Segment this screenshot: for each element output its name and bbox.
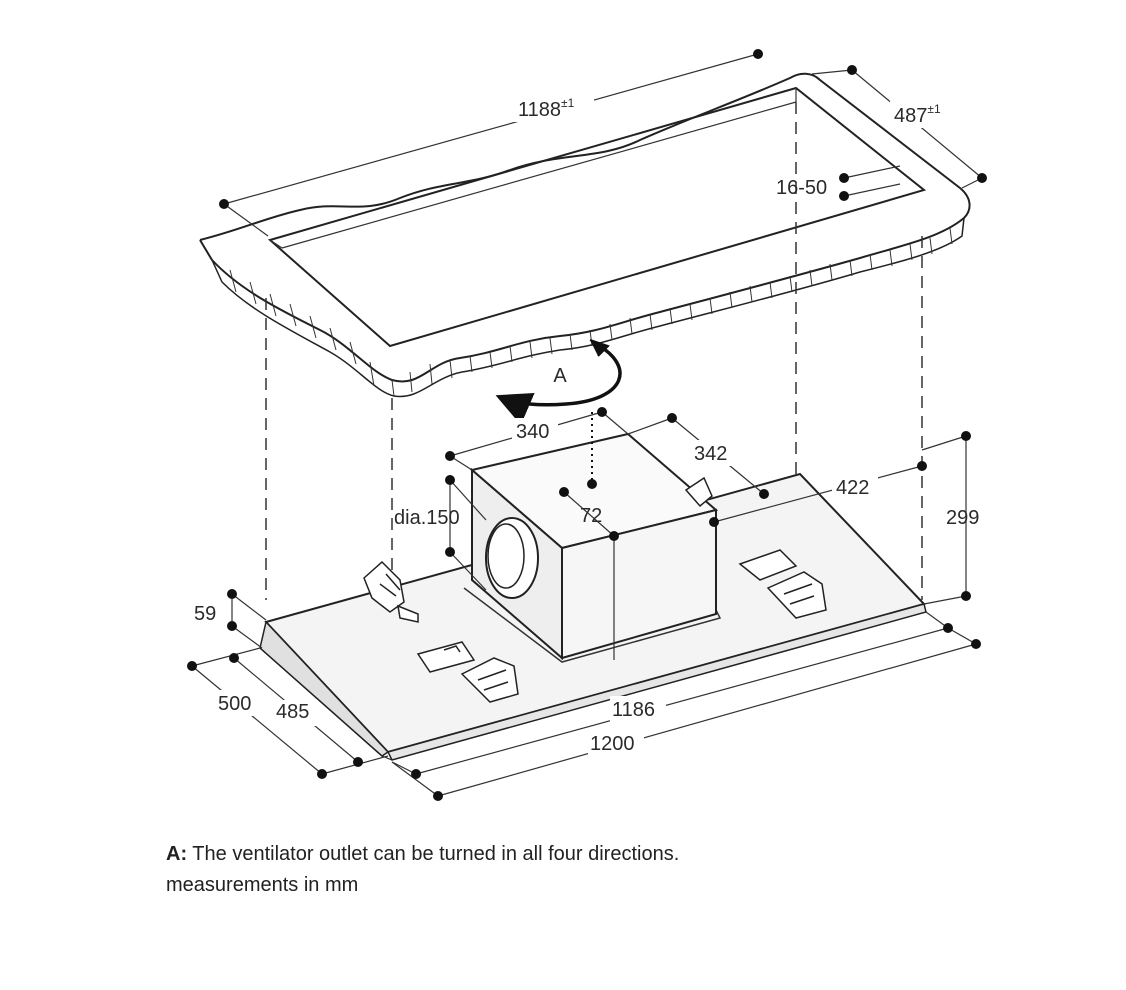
label-box-depth: 342 bbox=[694, 443, 727, 465]
filter-clip-left bbox=[416, 641, 476, 673]
ceiling-cutout bbox=[199, 72, 971, 398]
label-base-length-outer: 1200 bbox=[590, 733, 635, 755]
outlet-ring-inner bbox=[487, 523, 525, 589]
label-base-length-inner: 1186 bbox=[612, 699, 655, 721]
label-ceiling-thickness: 16-50 bbox=[776, 177, 827, 199]
ventilator-box bbox=[463, 432, 722, 663]
filter-clip-right bbox=[738, 549, 798, 581]
mounting-brackets bbox=[363, 476, 827, 703]
bracket-front-left bbox=[460, 657, 519, 703]
outlet-ring-outer bbox=[485, 517, 539, 599]
rotation-arrow-head-icon bbox=[589, 339, 610, 357]
label-outlet-offset: 72 bbox=[580, 505, 602, 527]
caption-note-key: A: bbox=[166, 843, 188, 865]
ceiling-front-edge bbox=[199, 217, 965, 383]
label-base-height: 59 bbox=[194, 603, 216, 625]
caption-note-text: The ventilator outlet can be turned in a… bbox=[187, 843, 680, 865]
ceiling-outer-edge bbox=[199, 72, 971, 241]
bracket-back-right bbox=[684, 476, 713, 508]
label-frame-length: 1188±1 bbox=[518, 96, 575, 121]
box-right-face bbox=[561, 508, 717, 660]
caption-note: A: The ventilator outlet can be turned i… bbox=[166, 840, 679, 868]
label-box-width: 340 bbox=[516, 421, 549, 443]
dimension-labels: 1188±1 487±1 16-50 340 342 422 299 72 di… bbox=[194, 94, 979, 756]
label-base-depth-inner: 485 bbox=[276, 701, 309, 723]
bracket-back-left bbox=[363, 560, 419, 623]
rotation-arrow-icon bbox=[495, 342, 622, 426]
label-outlet-diameter: dia.150 bbox=[394, 507, 460, 529]
rotation-label: A bbox=[553, 365, 567, 387]
caption-units: measurements in mm bbox=[166, 874, 359, 896]
ceiling-opening-lip bbox=[269, 88, 797, 249]
ceiling-thickness-edge bbox=[211, 217, 965, 398]
dimension-points bbox=[187, 49, 987, 801]
label-base-depth-outer: 500 bbox=[218, 693, 251, 715]
base-flange bbox=[259, 647, 393, 761]
label-total-height: 299 bbox=[946, 507, 979, 529]
label-side-offset: 422 bbox=[836, 477, 869, 499]
rotation-indicator: A bbox=[495, 339, 622, 484]
label-frame-depth: 487±1 bbox=[894, 102, 941, 127]
ceiling-opening bbox=[267, 86, 927, 348]
bracket-front-right bbox=[766, 571, 827, 619]
